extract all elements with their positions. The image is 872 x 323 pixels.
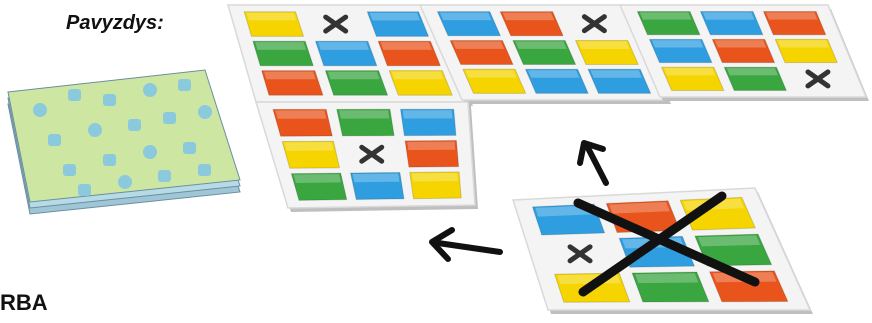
card-crossed	[513, 188, 813, 314]
card-top-3	[620, 5, 869, 101]
arrow-left	[432, 230, 500, 259]
arrow-up	[580, 143, 606, 183]
card-middle	[256, 102, 478, 212]
cards-layer	[228, 5, 869, 314]
card-deck	[8, 70, 240, 214]
